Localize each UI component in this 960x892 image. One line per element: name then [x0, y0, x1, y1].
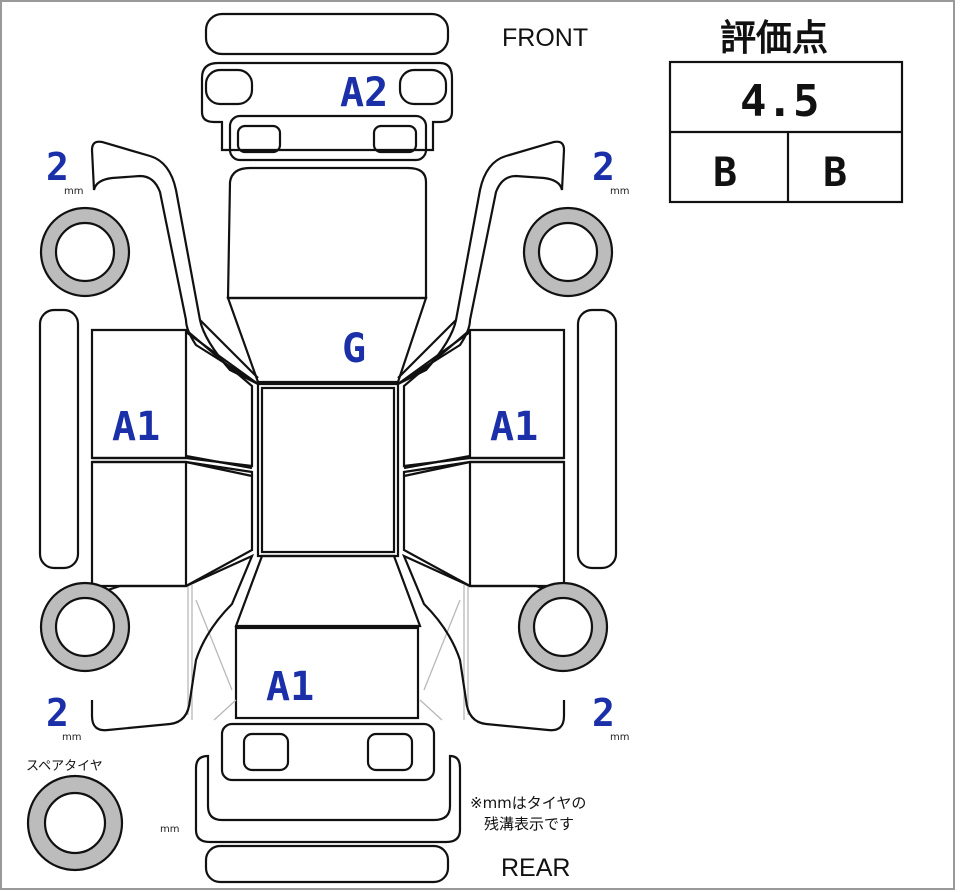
damage-code-roof: G — [342, 326, 366, 372]
right-rocker — [576, 308, 618, 570]
windshield — [226, 296, 428, 384]
headlight-right — [398, 68, 448, 106]
damage-code-rear: A1 — [266, 664, 314, 710]
spare-unit: mm — [160, 824, 179, 835]
tread-front-right: 2 — [592, 145, 615, 189]
damage-code-left: A1 — [112, 404, 160, 450]
tread-rear-right-unit: mm — [610, 732, 629, 743]
rear-label: REAR — [501, 854, 570, 882]
tread-front-left: 2 — [46, 145, 69, 189]
rim-rear-left — [54, 596, 116, 658]
trunk — [234, 626, 420, 720]
tread-rear-left: 2 — [46, 691, 69, 735]
rear-panel — [220, 722, 436, 782]
interior-grade: B — [713, 150, 737, 196]
note-line-2: 残溝表示です — [484, 815, 574, 833]
hood — [226, 166, 428, 300]
overall-score: 4.5 — [740, 76, 819, 127]
damage-code-right: A1 — [490, 404, 538, 450]
taillight-left — [242, 732, 290, 772]
ghost-lines — [187, 585, 469, 721]
front-bumper-top — [204, 12, 450, 56]
grille — [228, 114, 428, 162]
fog-left — [236, 124, 282, 154]
spare-rim — [43, 791, 107, 855]
roof — [256, 382, 400, 558]
front-bumper — [200, 61, 454, 152]
spare-tire-label: スペアタイヤ — [26, 759, 103, 774]
exterior-grade: B — [823, 150, 847, 196]
headlight-left — [204, 68, 254, 106]
front-label: FRONT — [502, 24, 588, 52]
roof-inner — [260, 386, 396, 554]
left-rocker — [38, 308, 80, 570]
rear-window — [234, 554, 422, 628]
tread-rear-left-unit: mm — [62, 732, 81, 743]
tread-front-left-unit: mm — [64, 186, 83, 197]
taillight-right — [366, 732, 414, 772]
tread-front-right-unit: mm — [610, 186, 629, 197]
right-door-seam — [403, 454, 564, 478]
damage-code-front: A2 — [340, 70, 388, 116]
rear-bumper-bottom — [204, 844, 450, 884]
rim-rear-right — [532, 596, 594, 658]
rim-front-left — [54, 221, 116, 283]
note-line-1: ※mmはタイヤの — [470, 794, 586, 812]
left-door-seam — [92, 454, 253, 478]
evaluation-title: 評価点 — [720, 18, 828, 59]
rim-front-right — [537, 221, 599, 283]
right-front-door — [402, 328, 566, 468]
tread-rear-right: 2 — [592, 691, 615, 735]
rear-bumper — [194, 754, 462, 844]
fog-right — [372, 124, 418, 154]
